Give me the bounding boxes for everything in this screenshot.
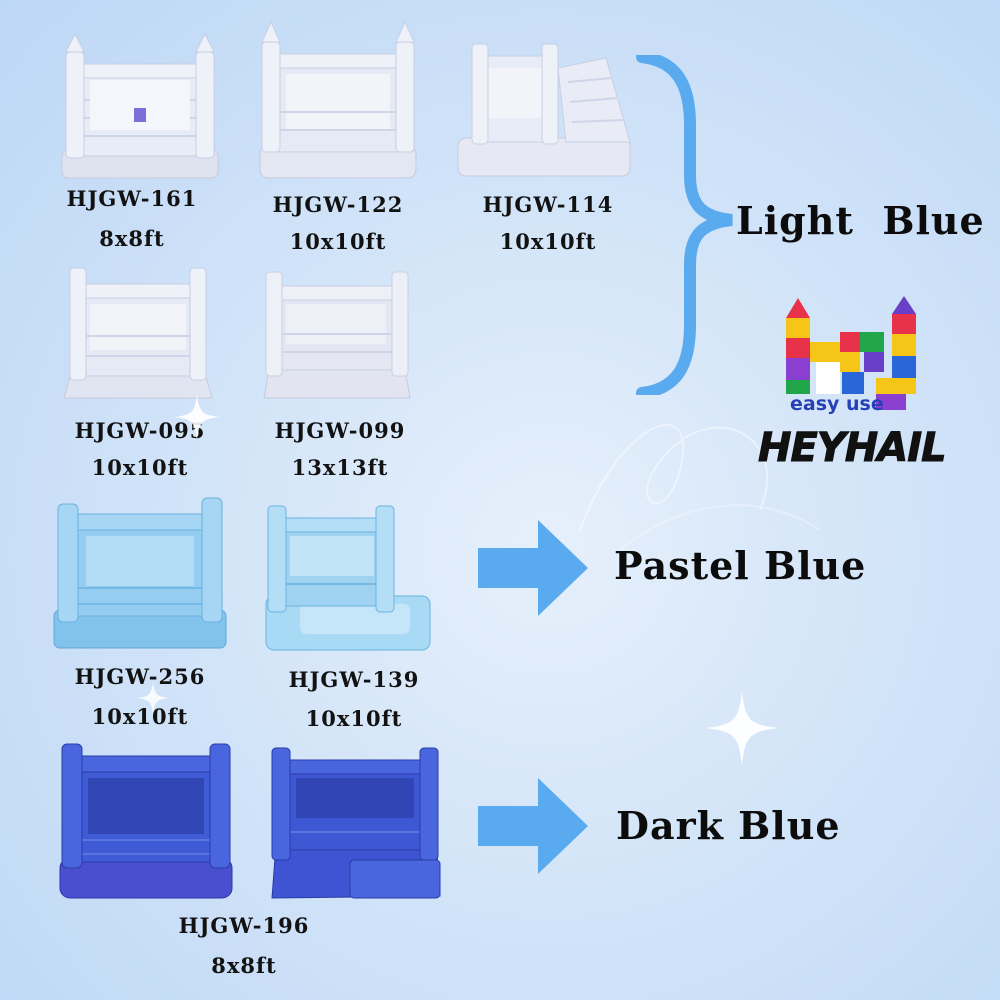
model-number: HJGW-256 <box>74 664 206 689</box>
bounce-house-image <box>456 38 632 180</box>
size-label: 10x10ft <box>91 704 189 729</box>
size-label: 10x10ft <box>91 455 189 480</box>
bounce-house-image <box>58 740 234 900</box>
color-group-pastel-blue: Pastel Blue <box>614 543 867 588</box>
model-number: HJGW-095 <box>74 418 206 443</box>
bounce-house-image <box>262 268 412 400</box>
model-number: HJGW-161 <box>66 186 198 211</box>
bounce-house-image <box>60 28 220 180</box>
right-arrow-icon <box>478 520 588 616</box>
size-label: 8x8ft <box>211 953 277 978</box>
size-label: 8x8ft <box>99 226 165 251</box>
hey-logo-icon <box>786 296 916 410</box>
model-number: HJGW-139 <box>288 667 420 692</box>
model-number: HJGW-114 <box>482 192 614 217</box>
size-label: 10x10ft <box>289 229 387 254</box>
color-group-light-blue: Light Blue <box>736 198 985 243</box>
bounce-house-image <box>270 744 442 900</box>
sparkle-icon <box>174 394 220 440</box>
bounce-house-image <box>52 492 228 652</box>
model-number: HJGW-196 <box>178 913 310 938</box>
bounce-house-image <box>264 500 432 652</box>
size-label: 10x10ft <box>499 229 597 254</box>
sparkle-icon <box>705 691 779 765</box>
curly-brace-icon <box>636 55 733 395</box>
background-swirl-icon <box>579 424 821 551</box>
model-number: HJGW-099 <box>274 418 406 443</box>
bounce-house-image <box>62 260 214 400</box>
sparkle-icon <box>136 681 170 715</box>
logo-tagline: easy use <box>790 393 884 415</box>
size-label: 10x10ft <box>305 706 403 731</box>
model-number: HJGW-122 <box>272 192 404 217</box>
color-group-dark-blue: Dark Blue <box>616 803 841 848</box>
size-label: 13x13ft <box>291 455 389 480</box>
bounce-house-image <box>258 18 418 180</box>
right-arrow-icon <box>478 778 588 874</box>
brand-logo: HEYHAIL <box>758 425 948 472</box>
